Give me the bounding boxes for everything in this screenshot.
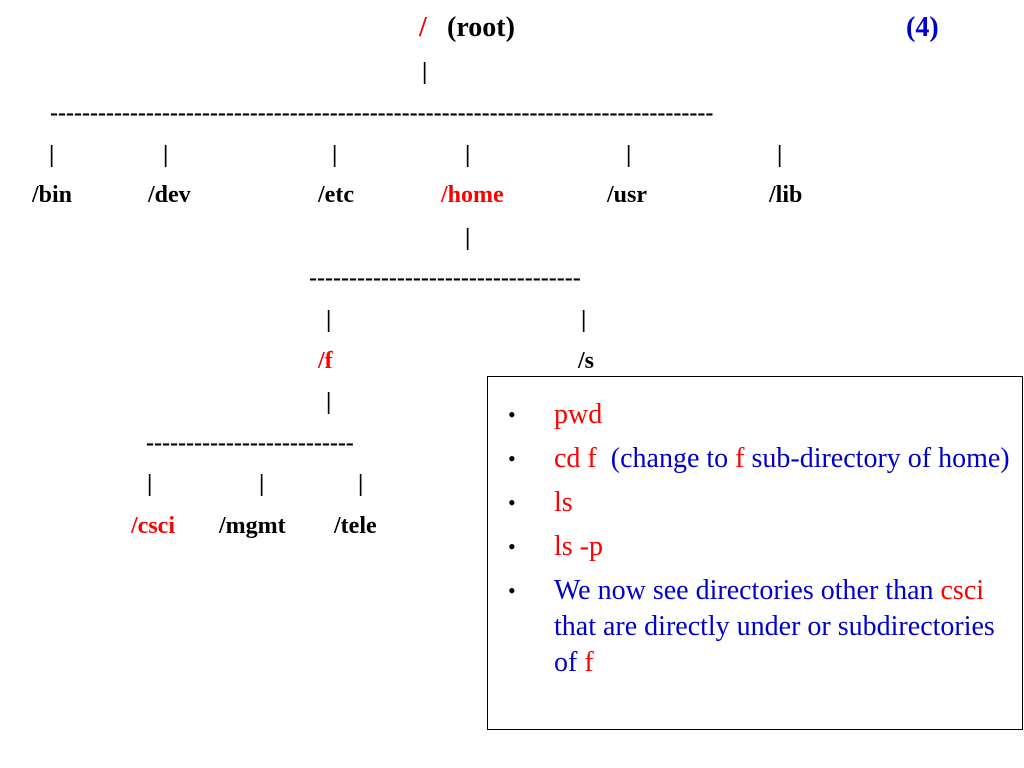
level1-connector: | <box>49 142 55 168</box>
root-slash: / <box>419 12 427 43</box>
level1-connector: | <box>465 142 471 168</box>
note-text: (change to <box>596 443 736 474</box>
note-item: • pwd <box>508 397 1016 433</box>
note-command: pwd <box>554 399 603 430</box>
level1-connector: | <box>332 142 338 168</box>
level2-connector: | <box>326 307 332 333</box>
level3-connector: | <box>259 471 265 497</box>
note-text: We now see directories other than <box>554 575 941 606</box>
note-item: • We now see directories other than csci… <box>508 573 1016 681</box>
note-item: • ls -p <box>508 529 1016 565</box>
dir-usr: /usr <box>607 182 648 208</box>
slide-number: (4) <box>906 12 939 43</box>
level2-branch-line: ---------------------------------- <box>309 265 581 291</box>
note-item: • cd f (change to f sub-directory of hom… <box>508 441 1016 477</box>
level1-connector: | <box>163 142 169 168</box>
bullet-icon: • <box>508 490 516 515</box>
note-command: ls -p <box>554 531 603 562</box>
level1-branch-line: ----------------------------------------… <box>50 100 714 126</box>
note-highlight: f <box>735 443 745 474</box>
note-command: cd f <box>554 443 597 474</box>
notes-list: • pwd • cd f (change to f sub-directory … <box>508 397 1016 689</box>
dir-lib: /lib <box>769 182 803 208</box>
note-highlight: f <box>584 647 594 678</box>
f-connector: | <box>326 389 332 415</box>
bullet-icon: • <box>508 578 516 603</box>
note-text: that are directly under or subdirectorie… <box>554 575 1002 678</box>
level3-connector: | <box>358 471 364 497</box>
root-label: (root) <box>447 12 515 43</box>
home-connector: | <box>465 225 471 251</box>
dir-dev: /dev <box>148 182 191 208</box>
dir-csci: /csci <box>131 513 175 539</box>
level2-connector: | <box>581 307 587 333</box>
dir-home: /home <box>441 182 504 208</box>
level1-connector: | <box>626 142 632 168</box>
dir-mgmt: /mgmt <box>219 513 286 539</box>
bullet-icon: • <box>508 402 516 427</box>
root-connector: | <box>422 59 428 85</box>
bullet-icon: • <box>508 446 516 471</box>
dir-f: /f <box>318 348 333 374</box>
note-highlight: csci <box>940 575 985 606</box>
bullet-icon: • <box>508 534 516 559</box>
dir-s: /s <box>578 348 595 374</box>
level1-connector: | <box>777 142 783 168</box>
dir-bin: /bin <box>32 182 73 208</box>
level3-connector: | <box>147 471 153 497</box>
dir-tele: /tele <box>334 513 377 539</box>
level3-branch-line: -------------------------- <box>146 430 354 456</box>
notes-box: • pwd • cd f (change to f sub-directory … <box>487 376 1023 730</box>
note-item: • ls <box>508 485 1016 521</box>
dir-etc: /etc <box>318 182 354 208</box>
note-command: ls <box>554 487 573 518</box>
note-text: sub-directory of home) <box>744 443 1010 474</box>
